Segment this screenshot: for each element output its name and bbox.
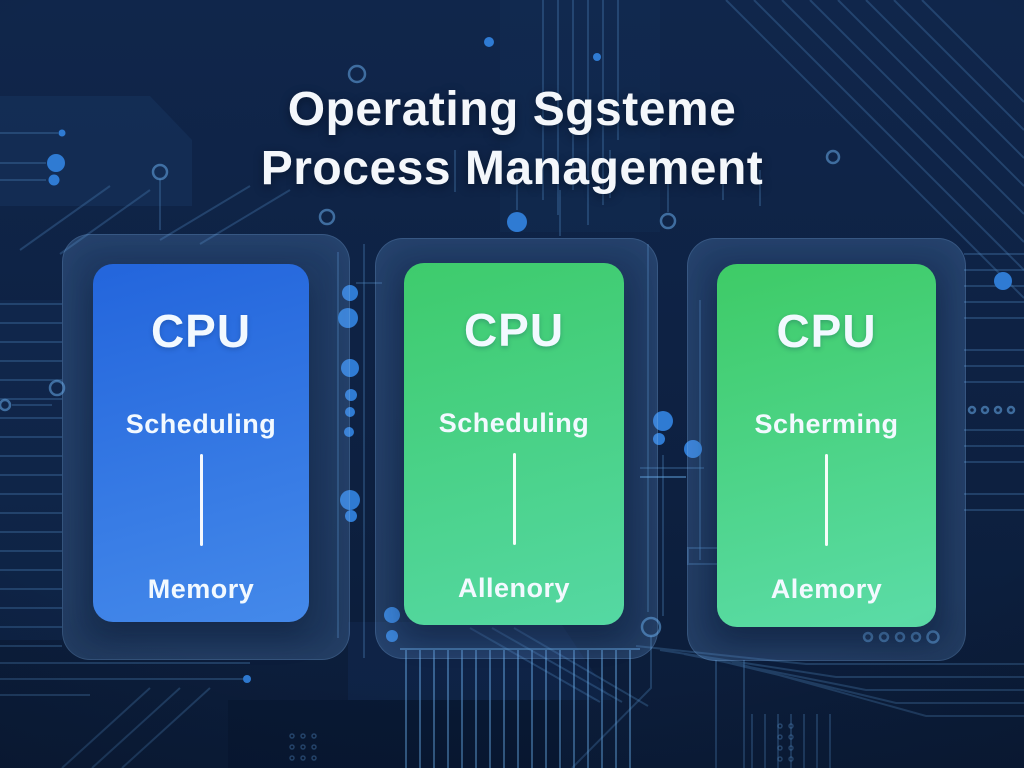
card-top-label: Scheduling xyxy=(438,408,590,438)
card-heading: CPU xyxy=(150,305,252,357)
circuit-ring-nodes xyxy=(0,64,1016,644)
card-frame-3: CPU Scherming Alemory xyxy=(687,238,966,661)
cpu-card-green-1: CPU Scheduling Allenory xyxy=(404,263,624,625)
card-top-label: Scherming xyxy=(754,409,899,439)
card-heading: CPU xyxy=(776,305,877,357)
connector-line xyxy=(199,454,203,546)
card-bottom-label: Alemory xyxy=(770,574,883,604)
title-line-1: Operating Sgsteme xyxy=(287,83,737,136)
card-bottom-label: Memory xyxy=(147,574,255,604)
card-frame-2: CPU Scheduling Allenory xyxy=(375,238,658,659)
circuit-panels xyxy=(0,0,660,700)
cpu-card-blue: CPU Scheduling Memory xyxy=(93,264,309,622)
circuit-nodes xyxy=(47,37,1012,683)
connector-line xyxy=(825,454,828,546)
card-frame-1: CPU Scheduling Memory xyxy=(62,234,350,660)
page-title: Operating Sgsteme Process Management xyxy=(0,80,1024,198)
card-top-label: Scheduling xyxy=(125,409,277,439)
circuit-dot-grid xyxy=(289,723,794,762)
card-bottom-label: Allenory xyxy=(457,573,571,603)
cpu-card-green-2: CPU Scherming Alemory xyxy=(717,264,936,627)
connector-line xyxy=(512,453,516,545)
title-line-2: Process Management xyxy=(260,142,764,195)
circuit-traces-bright xyxy=(400,476,686,768)
card-heading: CPU xyxy=(463,304,565,356)
